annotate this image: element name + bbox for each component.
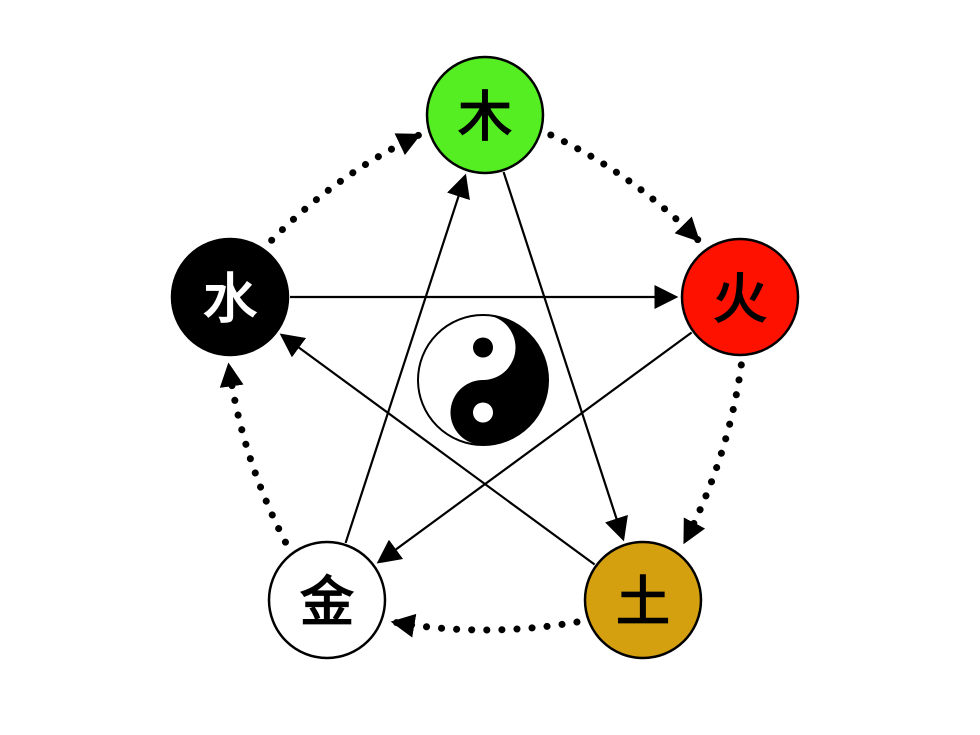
element-node-wood: 木 <box>425 55 545 175</box>
element-label-earth: 土 <box>616 571 670 634</box>
generating-arrow-metal-to-water <box>219 361 289 546</box>
element-node-earth: 土 <box>583 540 703 660</box>
overcoming-arrow-fire-to-metal <box>376 331 693 564</box>
generating-arrow-wood-to-fire <box>547 131 702 244</box>
element-circle-earth <box>583 540 703 660</box>
yin-yang-icon <box>417 314 549 446</box>
element-node-water: 水 <box>170 237 290 357</box>
overcoming-arrow-metal-to-wood <box>344 173 470 544</box>
element-label-fire: 火 <box>713 268 767 331</box>
overcoming-arrow-wood-to-earth <box>502 171 628 542</box>
element-circle-fire <box>680 237 800 357</box>
element-label-metal: 金 <box>299 571 355 634</box>
element-circle-water <box>170 237 290 357</box>
element-label-wood: 木 <box>458 86 512 149</box>
element-label-water: 水 <box>203 268 258 331</box>
generating-arrow-fire-to-earth <box>681 361 745 546</box>
generating-arrow-water-to-wood <box>268 131 423 244</box>
generating-cycle <box>219 131 745 638</box>
element-circle-wood <box>425 55 545 175</box>
overcoming-arrow-earth-to-water <box>279 333 596 566</box>
element-node-fire: 火 <box>680 237 800 357</box>
element-node-metal: 金 <box>267 540 387 660</box>
element-circle-metal <box>267 540 387 660</box>
overcoming-cycle <box>279 171 693 566</box>
generating-arrow-earth-to-metal <box>389 613 581 638</box>
element-nodes: 木火土 金 水 <box>170 55 800 660</box>
